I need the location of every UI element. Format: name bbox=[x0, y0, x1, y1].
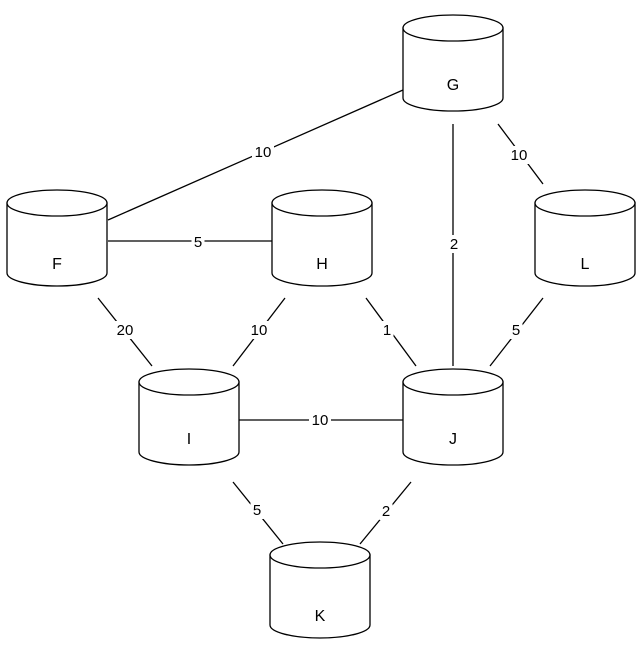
cylinder-top bbox=[402, 14, 504, 42]
edge-weight-label: 10 bbox=[251, 322, 268, 339]
edge-label-background bbox=[508, 146, 530, 164]
edge-label-background bbox=[114, 321, 136, 339]
node-l: L bbox=[534, 189, 636, 287]
edge-weight-label: 10 bbox=[255, 144, 272, 161]
edge-weight-label: 5 bbox=[253, 502, 261, 519]
edge-weight-label: 10 bbox=[511, 147, 528, 164]
edge-h-i: 10 bbox=[232, 297, 286, 367]
cylinder-top bbox=[6, 189, 108, 217]
edge-label-background bbox=[250, 501, 264, 519]
edge-j-k: 2 bbox=[359, 481, 412, 545]
node-label: F bbox=[52, 256, 62, 273]
cylinder-top bbox=[271, 189, 373, 217]
node-h: H bbox=[271, 189, 373, 287]
edge-weight-label: 5 bbox=[512, 322, 520, 339]
cylinder-body bbox=[534, 202, 636, 287]
node-label: K bbox=[315, 608, 326, 625]
edge-f-h: 5 bbox=[108, 233, 272, 251]
nodes-layer: G F H L I J K bbox=[6, 14, 636, 639]
edge-label-background bbox=[447, 235, 461, 253]
cylinder-body bbox=[402, 381, 504, 466]
edge-label-background bbox=[248, 321, 270, 339]
cylinder-body bbox=[138, 381, 240, 466]
edge-weight-label: 5 bbox=[194, 234, 202, 251]
node-k: K bbox=[269, 541, 371, 639]
edge-weight-label: 1 bbox=[383, 322, 391, 339]
edge-label-background bbox=[380, 321, 394, 339]
node-label: L bbox=[581, 256, 590, 273]
cylinder-body bbox=[6, 202, 108, 287]
cylinder-body bbox=[269, 554, 371, 639]
node-label: I bbox=[187, 431, 191, 448]
edge-l-j: 5 bbox=[489, 297, 544, 367]
cylinder-top bbox=[269, 541, 371, 569]
cylinder-body bbox=[402, 27, 504, 112]
node-f: F bbox=[6, 189, 108, 287]
node-label: J bbox=[449, 431, 457, 448]
edge-h-j: 1 bbox=[365, 297, 417, 367]
edge-weight-label: 10 bbox=[312, 412, 329, 429]
edge-weight-label: 2 bbox=[450, 236, 458, 253]
node-i: I bbox=[138, 368, 240, 466]
cylinder-top bbox=[138, 368, 240, 396]
edge-g-l: 10 bbox=[497, 123, 544, 185]
edge-i-j: 10 bbox=[238, 411, 403, 429]
edge-label-background bbox=[309, 411, 331, 429]
edge-i-k: 5 bbox=[232, 481, 284, 545]
edge-label-background bbox=[509, 321, 523, 339]
node-label: H bbox=[316, 256, 328, 273]
edge-weight-label: 20 bbox=[117, 322, 134, 339]
edge-f-g: 10 bbox=[107, 89, 404, 221]
edge-label-background bbox=[252, 143, 274, 161]
node-label: G bbox=[447, 77, 459, 94]
cylinder-top bbox=[534, 189, 636, 217]
node-g: G bbox=[402, 14, 504, 112]
edge-g-j: 2 bbox=[447, 124, 461, 366]
edge-f-i: 20 bbox=[97, 297, 153, 367]
cylinder-top bbox=[402, 368, 504, 396]
cylinder-body bbox=[271, 202, 373, 287]
node-j: J bbox=[402, 368, 504, 466]
edge-label-background bbox=[191, 233, 205, 251]
edge-weight-label: 2 bbox=[382, 503, 390, 520]
edge-label-background bbox=[379, 502, 393, 520]
